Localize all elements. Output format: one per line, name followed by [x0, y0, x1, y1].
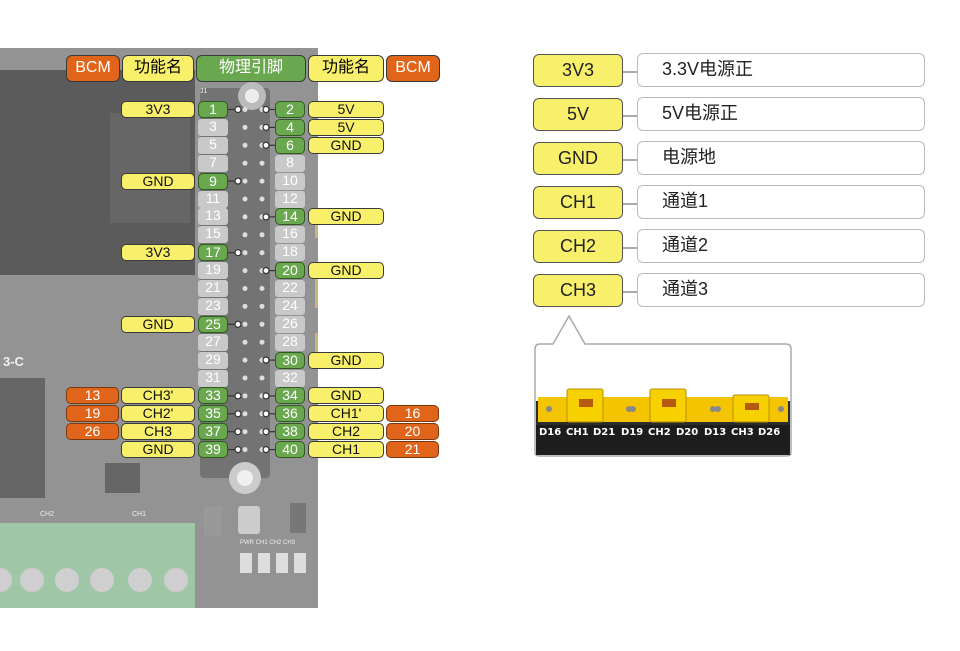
board-silk-ch1: CH1	[132, 511, 146, 518]
pin-18: 18	[275, 244, 305, 262]
legend-key-5v: 5V	[533, 98, 623, 131]
pin-22: 22	[275, 280, 305, 297]
left-bcm-pin-33: 13	[66, 387, 119, 405]
legend-key-ch1: CH1	[533, 186, 623, 219]
pin-20: 20	[275, 262, 305, 280]
legend-desc-ch2: 通道2	[637, 229, 925, 263]
header-bcm-right: BCM	[386, 55, 440, 82]
right-bcm-pin-38: 20	[386, 423, 439, 441]
pin-31: 31	[198, 369, 228, 387]
legend-desc-5v: 5V电源正	[637, 97, 925, 131]
pin-37: 37	[198, 423, 228, 441]
pin-33: 33	[198, 387, 228, 405]
right-bcm-pin-36: 16	[386, 405, 439, 423]
pin-8: 8	[275, 154, 305, 172]
pin-9: 9	[198, 172, 228, 190]
header-bcm-left: BCM	[66, 55, 120, 82]
header-physical-pin: 物理引脚	[196, 55, 306, 82]
jumper-label-d19: D19	[621, 427, 644, 438]
right-function-pin-20: GND	[308, 262, 384, 280]
pin-5: 5	[198, 136, 228, 154]
pin-36: 36	[275, 405, 305, 423]
right-function-pin-40: CH1	[308, 441, 384, 459]
right-function-pin-6: GND	[308, 136, 384, 154]
pin-6: 6	[275, 136, 305, 154]
board-silk-3c: 3-C	[3, 354, 25, 369]
left-function-pin-35: CH2'	[121, 405, 195, 423]
pin-24: 24	[275, 297, 305, 315]
legend-key-ch2: CH2	[533, 230, 623, 263]
pin-15: 15	[198, 226, 228, 244]
pin-11: 11	[198, 190, 228, 208]
legend-key-ch3: CH3	[533, 274, 623, 307]
pin-30: 30	[275, 351, 305, 369]
legend-key-gnd: GND	[533, 142, 623, 175]
jumper-label-d21: D21	[593, 427, 616, 438]
left-function-pin-17: 3V3	[121, 244, 195, 262]
left-function-pin-33: CH3'	[121, 387, 195, 405]
jumper-label-ch2: CH2	[648, 427, 671, 438]
jumper-label-d13: D13	[704, 427, 727, 438]
pin-14: 14	[275, 208, 305, 226]
pin-29: 29	[198, 351, 228, 369]
pin-26: 26	[275, 315, 305, 333]
pin-35: 35	[198, 405, 228, 423]
legend-desc-ch3: 通道3	[637, 273, 925, 307]
pin-25: 25	[198, 315, 228, 333]
board-silk-ch2: CH2	[40, 511, 54, 518]
legend-desc-3v3: 3.3V电源正	[637, 53, 925, 87]
right-bcm-pin-40: 21	[386, 441, 439, 459]
pin-39: 39	[198, 441, 228, 459]
pin-2: 2	[275, 101, 305, 118]
right-function-pin-14: GND	[308, 208, 384, 226]
left-function-pin-39: GND	[121, 441, 195, 459]
jumper-label-ch1: CH1	[566, 427, 589, 438]
right-function-pin-34: GND	[308, 387, 384, 405]
jumper-label-d20: D20	[676, 427, 699, 438]
pin-34: 34	[275, 387, 305, 405]
left-function-pin-25: GND	[121, 315, 195, 333]
pin-1: 1	[198, 101, 228, 118]
pin-28: 28	[275, 333, 305, 351]
jumper-label-d26: D26	[758, 427, 781, 438]
pin-38: 38	[275, 423, 305, 441]
right-function-pin-38: CH2	[308, 423, 384, 441]
pin-21: 21	[198, 280, 228, 297]
pin-12: 12	[275, 190, 305, 208]
pin-13: 13	[198, 208, 228, 226]
right-function-pin-36: CH1'	[308, 405, 384, 423]
pin-27: 27	[198, 333, 228, 351]
left-function-pin-37: CH3	[121, 423, 195, 441]
pin-10: 10	[275, 172, 305, 190]
left-bcm-pin-37: 26	[66, 423, 119, 441]
jumper-label-d16: D16	[539, 427, 562, 438]
pin-17: 17	[198, 244, 228, 262]
left-function-pin-1: 3V3	[121, 101, 195, 118]
legend-desc-gnd: 电源地	[637, 141, 925, 175]
pin-23: 23	[198, 297, 228, 315]
pin-32: 32	[275, 369, 305, 387]
jumper-label-ch3: CH3	[731, 427, 754, 438]
right-function-pin-4: 5V	[308, 118, 384, 136]
pin-7: 7	[198, 154, 228, 172]
jumper-callout	[534, 314, 792, 457]
left-function-pin-9: GND	[121, 172, 195, 190]
pin-40: 40	[275, 441, 305, 459]
left-bcm-pin-35: 19	[66, 405, 119, 423]
right-function-pin-2: 5V	[308, 101, 384, 118]
legend-key-3v3: 3V3	[533, 54, 623, 87]
board-silk-j1: J1	[200, 88, 208, 95]
legend-desc-ch1: 通道1	[637, 185, 925, 219]
right-function-pin-30: GND	[308, 351, 384, 369]
board-silk-pwr: PWR CH1 CH2 CH3	[240, 540, 296, 546]
pin-19: 19	[198, 262, 228, 280]
pin-3: 3	[198, 118, 228, 136]
header-function-left: 功能名	[122, 55, 194, 82]
pin-4: 4	[275, 118, 305, 136]
header-function-right: 功能名	[308, 55, 384, 82]
pin-16: 16	[275, 226, 305, 244]
